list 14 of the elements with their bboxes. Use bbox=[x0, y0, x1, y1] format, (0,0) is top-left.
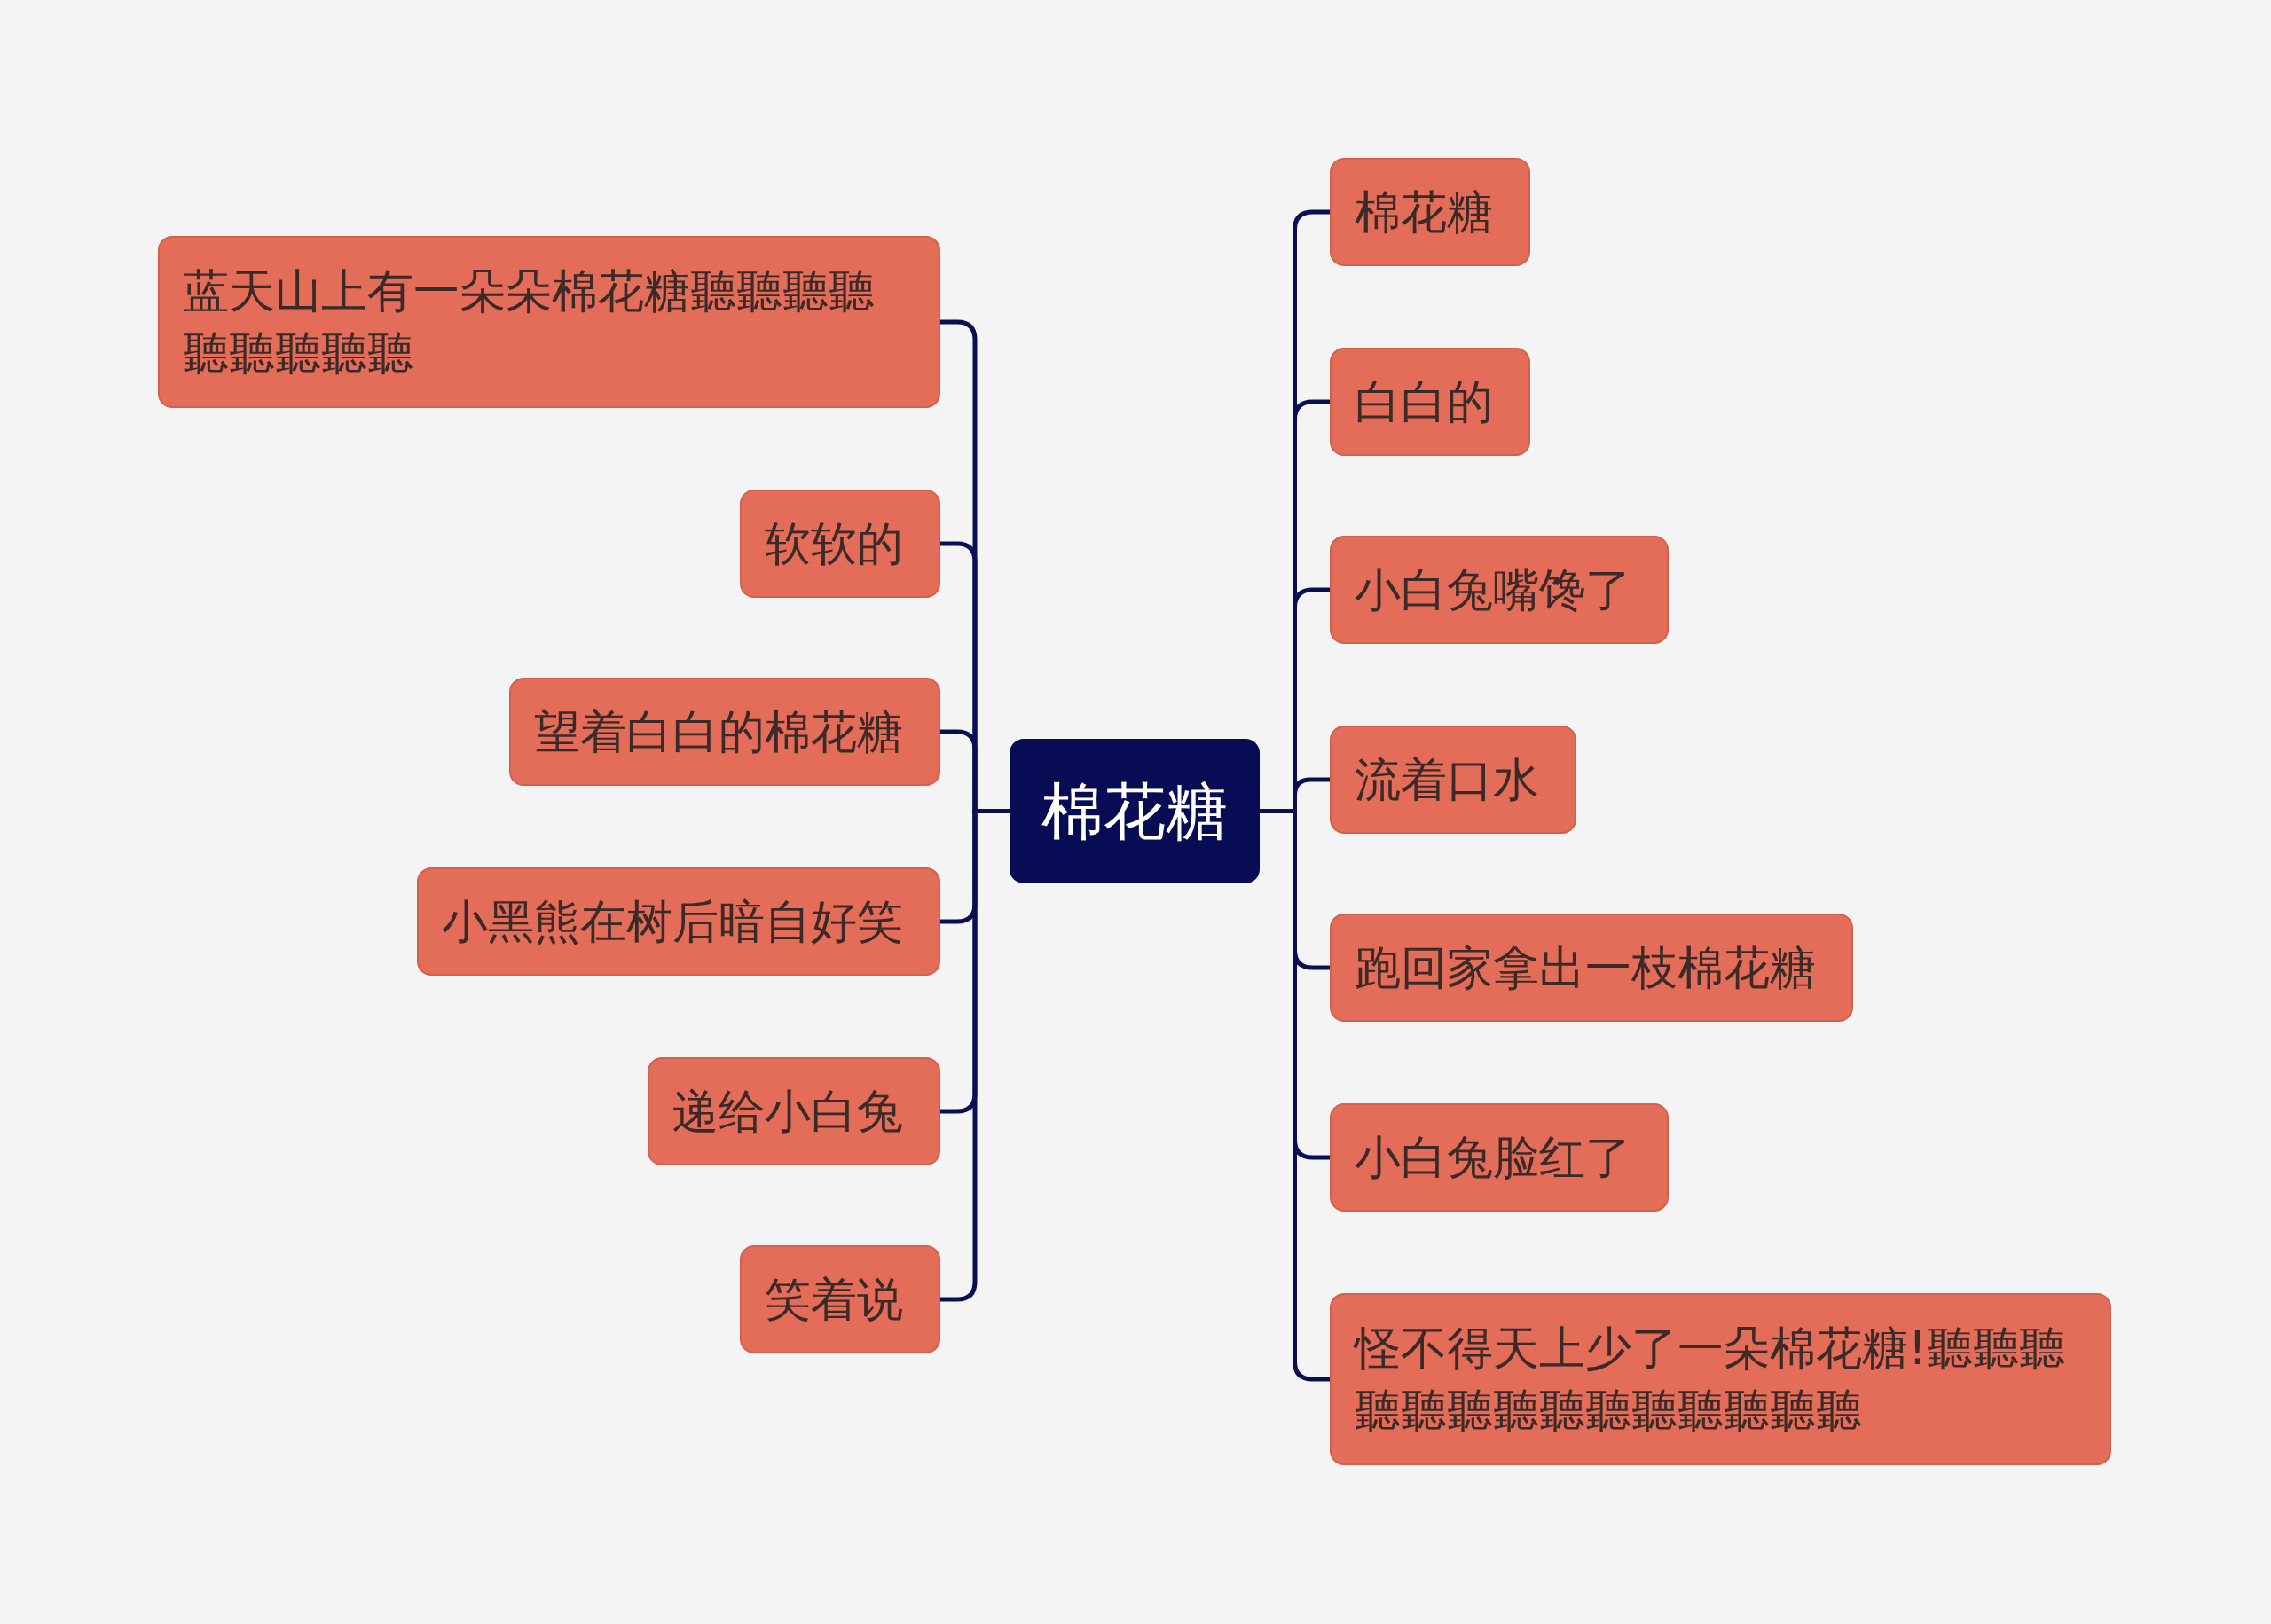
topic-box: 棉花糖 bbox=[1330, 158, 1530, 266]
topic-box: 小白兔脸红了 bbox=[1330, 1103, 1669, 1212]
topic-box: 怪不得天上少了一朵棉花糖!聽聽聽聽聽聽聽聽聽聽聽聽聽聽 bbox=[1330, 1293, 2111, 1465]
topic-box: 小白兔嘴馋了 bbox=[1330, 536, 1669, 644]
topic-box: 递给小白兔 bbox=[648, 1057, 940, 1165]
topic-box: 白白的 bbox=[1330, 348, 1530, 456]
topic-box: 流着口水 bbox=[1330, 726, 1576, 834]
topic-box: 软软的 bbox=[740, 490, 940, 598]
topic-box: 笑着说 bbox=[740, 1245, 940, 1353]
topic-box: 望着白白的棉花糖 bbox=[509, 678, 940, 786]
topic-box: 小黑熊在树后暗自好笑 bbox=[417, 867, 940, 976]
topic-box: 跑回家拿出一枝棉花糖 bbox=[1330, 914, 1853, 1022]
topic-box: 蓝天山上有一朵朵棉花糖聽聽聽聽聽聽聽聽聽 bbox=[158, 236, 940, 408]
central-topic-box: 棉花糖 bbox=[1010, 739, 1260, 883]
